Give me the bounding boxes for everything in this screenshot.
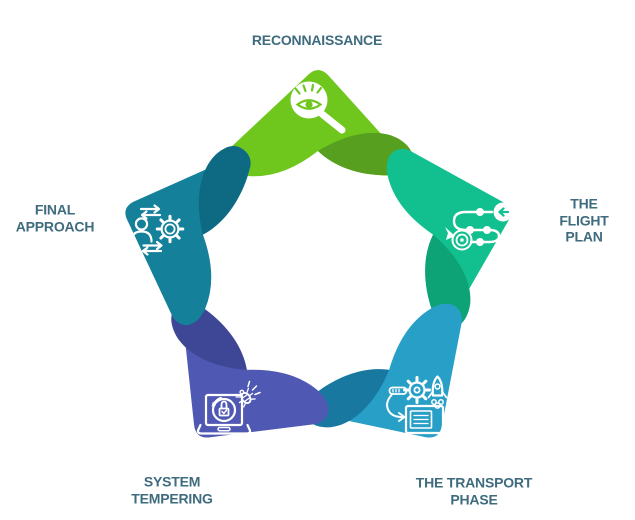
petal-system-tempering [128,294,337,490]
stage-label-reconnaissance: RECONNAISSANCE [251,31,383,48]
stage-label-final-approach: FINAL APPROACH [15,201,95,235]
eye-magnifier-icon [290,81,346,134]
stage-label-flight-plan: THE FLIGHT PLAN [559,195,609,245]
route-target-icon [445,202,513,251]
stage-label-transport-phase: THE TRANSPORT PHASE [415,474,533,508]
laptop-lock-bug-icon [196,380,261,435]
user-gear-sync-icon [130,204,185,256]
laptop-rocket-icon [386,375,452,442]
stage-label-system-tempering: SYSTEM TEMPERING [131,473,213,507]
petal-flight-plan [380,122,538,332]
